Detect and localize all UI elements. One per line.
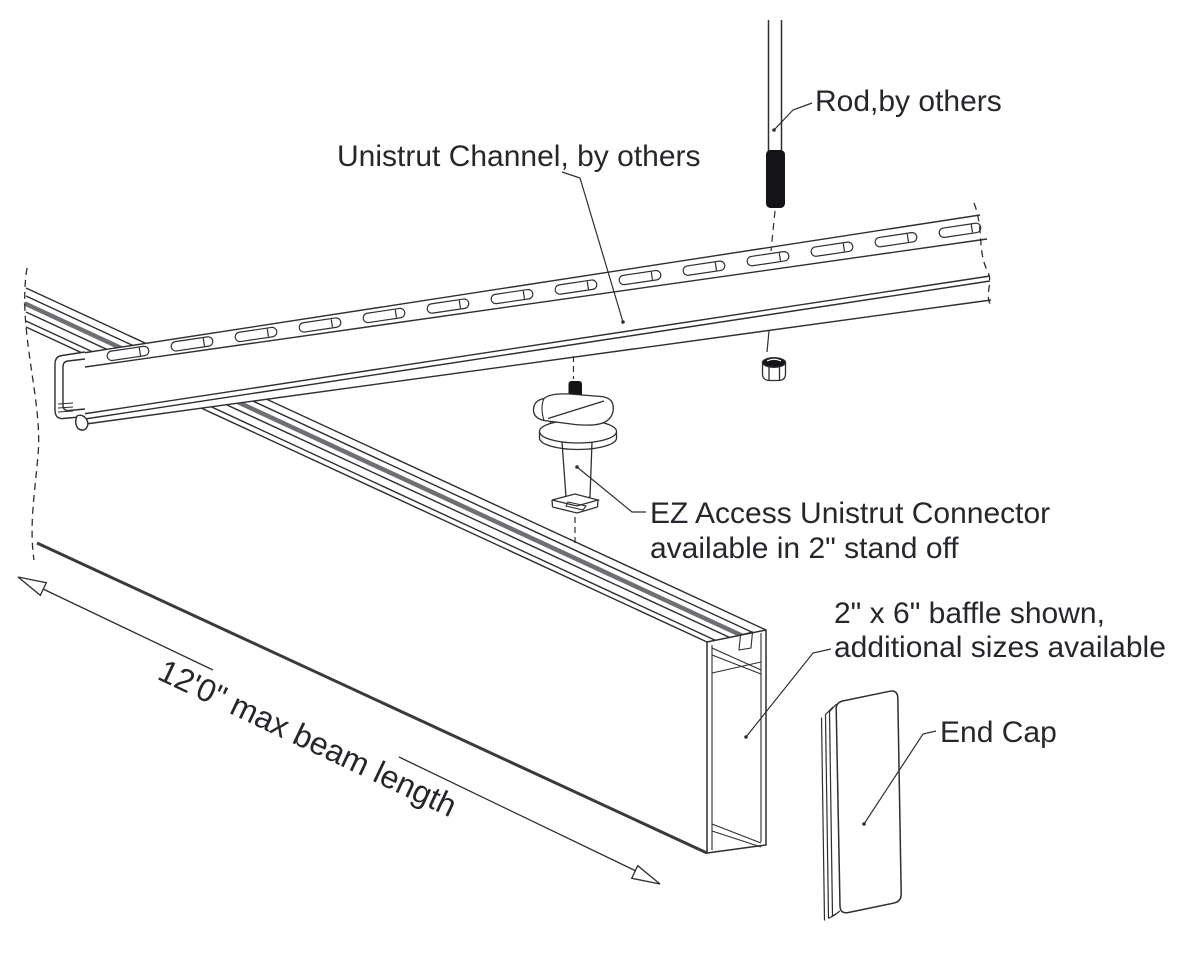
dimension-annotation xyxy=(17,576,661,885)
channel-front-bottom-edge xyxy=(82,275,991,415)
unistrut-channel xyxy=(54,202,992,431)
baffle-front-face xyxy=(30,331,707,853)
channel-body-fill xyxy=(83,215,991,424)
channel-slots xyxy=(106,222,982,362)
leader-channel xyxy=(561,171,624,323)
leader-connector xyxy=(576,466,646,513)
end-cap-flange xyxy=(820,703,841,921)
channel-bottom-silhouette xyxy=(85,299,992,425)
end-cap-label: End Cap xyxy=(940,716,1057,749)
baffle-label-line1: 2" x 6" baffle shown, xyxy=(834,597,1105,630)
dimension-line-segment-2 xyxy=(398,756,637,872)
channel-top-front-edge xyxy=(77,238,988,369)
end-groove-section xyxy=(738,631,754,651)
baffle-label-line2: additional sizes available xyxy=(834,631,1166,664)
end-interior-top-diag-2 xyxy=(711,654,762,675)
connector-cylinder xyxy=(561,441,593,501)
rod-tip-line xyxy=(766,330,770,353)
threaded-rod xyxy=(766,20,785,353)
connector-label-line2: available in 2" stand off xyxy=(650,532,959,565)
connector-flange-disc xyxy=(538,419,618,451)
end-cap xyxy=(820,690,902,921)
channel-end-profile xyxy=(54,351,89,431)
dimension-arrowhead-right xyxy=(630,864,661,885)
ez-access-connector xyxy=(532,356,618,545)
connector-foot-slot xyxy=(565,501,587,511)
connector-wing-nut xyxy=(532,393,614,426)
rod-label: Rod,by others xyxy=(815,85,1002,118)
leader-lines xyxy=(561,102,937,826)
dimension-arrowhead-left xyxy=(17,576,48,597)
channel-front-bottom-roll xyxy=(84,280,991,420)
channel-top-back-edge xyxy=(82,214,981,354)
dimension-line-segment-1 xyxy=(40,587,214,671)
leader-rod xyxy=(773,102,813,131)
baffle-bottom-front-edge xyxy=(36,541,708,855)
baffle-break-line xyxy=(24,267,40,561)
end-interior-top-rail xyxy=(711,661,762,674)
baffle-end-face xyxy=(36,541,767,855)
leader-baffle xyxy=(745,648,832,738)
connector-foot xyxy=(551,493,601,514)
end-cap-front-panel xyxy=(835,690,902,914)
rod-centerline xyxy=(770,210,776,252)
channel-lip-hook xyxy=(75,414,89,431)
end-interior-bottom-diag-1 xyxy=(711,823,762,844)
leader-end-cap xyxy=(863,730,937,825)
rod-threaded-end xyxy=(766,150,785,208)
connector-label-line1: EZ Access Unistrut Connector xyxy=(650,497,1050,530)
end-interior-top-diag-1 xyxy=(711,647,762,671)
channel-label: Unistrut Channel, by others xyxy=(337,140,701,173)
text-labels: Rod,by others Unistrut Channel, by other… xyxy=(337,85,1166,749)
hex-nut xyxy=(761,357,787,382)
end-interior-bottom-diag-2 xyxy=(711,830,762,848)
